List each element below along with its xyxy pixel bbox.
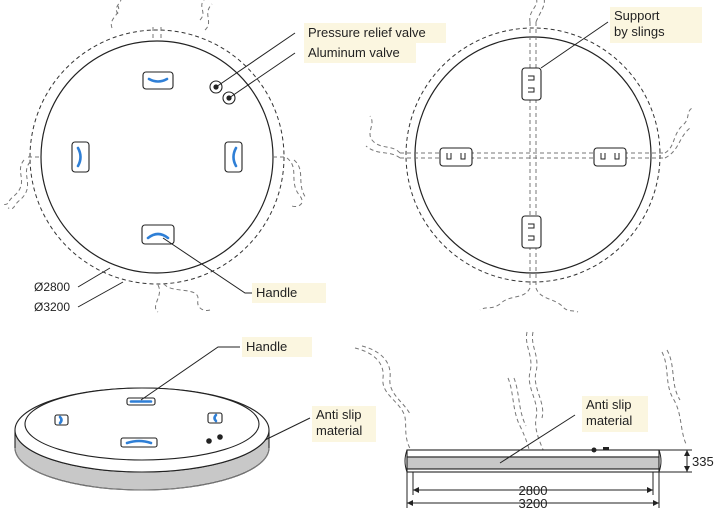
sling-support-right: [593, 147, 627, 167]
side-elevation: Anti slip material 335 2800 3200: [354, 331, 714, 510]
side-sling-ropes: [354, 331, 687, 453]
perspective-valve-1: [206, 438, 212, 444]
handle-right: [224, 141, 243, 173]
handle-top: [142, 71, 174, 90]
label-aluminum-valve: Aluminum valve: [308, 45, 400, 60]
side-deck-top: [406, 449, 660, 458]
perspective-handle-back: [126, 397, 156, 406]
side-valve-1: [591, 447, 597, 453]
label-dim-inner-width: 2800: [519, 483, 548, 498]
side-anti-slip-band: [406, 456, 660, 470]
top-view-slings: Support by slings: [365, 0, 702, 313]
label-dim-outer-width: 3200: [519, 496, 548, 510]
label-dim-height: 335: [692, 454, 714, 469]
sling-support-top: [521, 67, 542, 101]
label-anti-slip-right-2: material: [586, 413, 632, 428]
dimension-widths: 2800 3200: [406, 472, 660, 510]
perspective-handle-front: [120, 437, 158, 448]
top-view-handles: Pressure relief valve Aluminum valve Han…: [1, 0, 446, 314]
label-handle-top-view: Handle: [256, 285, 297, 300]
label-diameter-outer: Ø3200: [34, 300, 70, 314]
sling-support-left: [439, 147, 473, 167]
dimension-height: 335: [659, 449, 714, 473]
outer-dashed-circle-2: [405, 27, 661, 283]
label-anti-slip-right-1: Anti slip: [586, 397, 632, 412]
perspective-valve-2: [217, 434, 223, 440]
inner-solid-circle-2: [414, 36, 652, 274]
sling-support-bottom: [521, 215, 542, 249]
handle-bottom: [141, 224, 175, 245]
label-handle-perspective: Handle: [246, 339, 287, 354]
perspective-view: Handle Anti slip material: [14, 337, 376, 491]
sling-ropes-view1: [1, 0, 307, 313]
label-diameter-inner: Ø2800: [34, 280, 70, 294]
label-support-by-slings-1: Support: [614, 8, 660, 23]
outer-dashed-circle: [29, 29, 285, 285]
label-pressure-relief-valve: Pressure relief valve: [308, 25, 426, 40]
perspective-handle-left: [54, 414, 69, 426]
perspective-handle-right: [207, 412, 223, 424]
deck-ellipse: [24, 387, 260, 461]
label-anti-slip-left-2: material: [316, 423, 362, 438]
label-anti-slip-left-1: Anti slip: [316, 407, 362, 422]
label-support-by-slings-2: by slings: [614, 24, 665, 39]
side-valve-2: [603, 447, 609, 450]
handle-left: [71, 141, 90, 173]
